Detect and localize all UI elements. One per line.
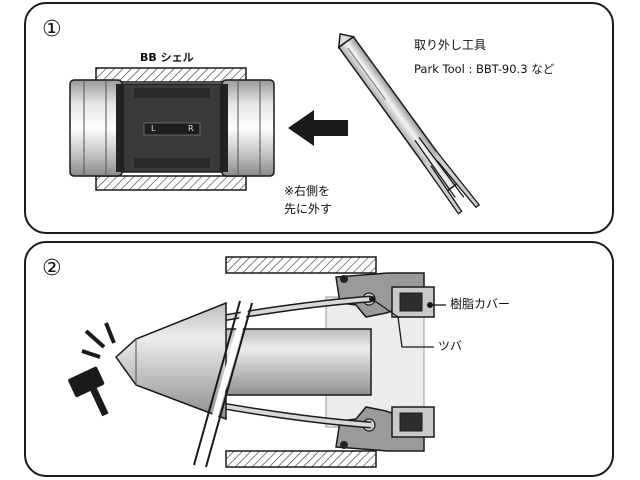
cup-top: [335, 272, 435, 318]
right-cup: [221, 79, 275, 177]
tool-head: [115, 301, 227, 421]
step-number-1: ①: [42, 17, 62, 42]
left-cup: [69, 79, 123, 177]
tool-label: 取り外し工具: [414, 38, 487, 52]
right-side-mark: R: [188, 124, 194, 133]
lr-marking: [143, 122, 201, 136]
step-2-panel: ② 樹脂カバー ツバ: [24, 241, 614, 477]
resin-cover-label: 樹脂カバー: [450, 297, 511, 311]
impact-marks: [81, 322, 116, 359]
shell-wall-top-2: [225, 256, 377, 274]
step-1-panel: ① BB シェル L R 取り外し工具 Park Tool : BBT-90.3…: [24, 2, 614, 234]
shell-wall-bottom: [95, 175, 247, 191]
step-1-illustration: [69, 33, 481, 215]
hammer-icon: [68, 366, 109, 417]
bb-shell-label: BB シェル: [140, 51, 194, 64]
shell-wall-bottom-2: [225, 450, 377, 468]
tool-model-label: Park Tool : BBT-90.3 など: [414, 62, 555, 76]
shell-wall-top: [95, 67, 247, 83]
bb-shell: [69, 67, 275, 191]
step-number-2: ②: [42, 256, 62, 281]
left-side-mark: L: [151, 124, 156, 133]
removal-tool: [337, 33, 481, 215]
note-line-1: ※右側を: [284, 184, 331, 198]
tool-shaft: [220, 328, 372, 396]
step-2-illustration: [68, 256, 446, 468]
direction-arrow: [288, 110, 348, 146]
flange-label: ツバ: [438, 339, 463, 353]
note-line-2: 先に外す: [284, 202, 333, 216]
